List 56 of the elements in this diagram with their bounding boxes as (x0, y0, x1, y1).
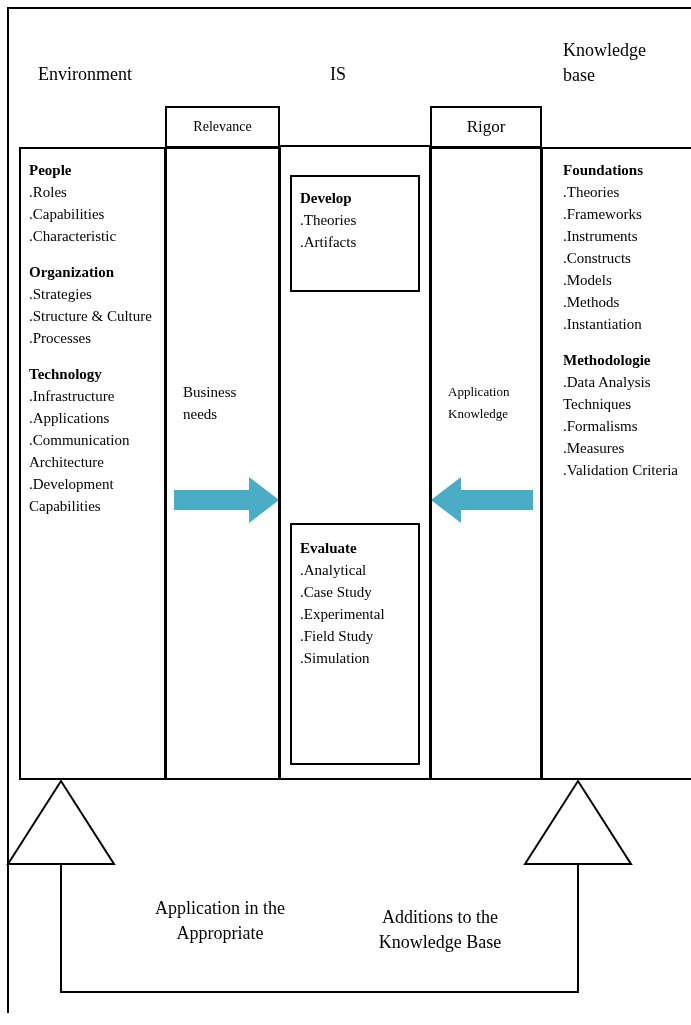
column-label: Relevance (193, 118, 252, 136)
list-item: .Capabilities (29, 205, 105, 224)
activity-box (290, 175, 420, 292)
column-label: Application Knowledge (448, 383, 511, 423)
tab-box (165, 106, 280, 148)
section-heading: Foundations (563, 161, 644, 180)
list-item: .Formalisms (563, 417, 638, 436)
list-item: .Instruments (563, 227, 638, 246)
section-heading: Develop (300, 189, 352, 208)
list-item: .Instantiation (563, 315, 642, 334)
activity-box (290, 523, 420, 765)
section-heading: People (29, 161, 72, 180)
column-box (279, 145, 431, 780)
list-item: .Constructs (563, 249, 631, 268)
column-box (19, 147, 166, 780)
tab-box (430, 106, 542, 148)
list-item: .Analytical (300, 561, 367, 580)
list-item: .Applications (29, 409, 110, 428)
column-label: Rigor (466, 116, 506, 138)
list-item: .Models (563, 271, 612, 290)
column-box (430, 147, 542, 780)
list-item: .Theories (563, 183, 620, 202)
list-item: .Field Study (300, 627, 374, 646)
column-heading: Knowledge base (563, 39, 647, 87)
column-heading: IS (330, 63, 347, 86)
list-item: .Validation Criteria (563, 461, 678, 480)
list-item: .Simulation (300, 649, 370, 668)
block-arrow (174, 477, 279, 523)
column-box (541, 147, 691, 780)
section-heading: Technology (29, 365, 102, 384)
list-item: .Characteristic (29, 227, 117, 246)
list-item: .Measures (563, 439, 625, 458)
list-item: .Artifacts (300, 233, 357, 252)
list-item: .Strategies (29, 285, 92, 304)
list-item: .Roles (29, 183, 67, 202)
list-item: .Methods (563, 293, 620, 312)
section-heading: Methodologie (563, 351, 651, 370)
list-item: .Case Study (300, 583, 372, 602)
list-item: .Development Capabilities (29, 475, 115, 516)
list-item: .Structure & Culture (29, 307, 152, 326)
section-heading: Evaluate (300, 539, 357, 558)
list-item: .Processes (29, 329, 92, 348)
list-item: .Communication Architecture (29, 431, 131, 472)
list-item: .Frameworks (563, 205, 642, 224)
list-item: .Theories (300, 211, 357, 230)
block-arrow (431, 477, 533, 523)
flow-label: Additions to the Knowledge Base (377, 906, 503, 954)
list-item: .Infrastructure (29, 387, 115, 406)
section-heading: Organization (29, 263, 114, 282)
column-heading: Environment (38, 63, 133, 86)
list-item: .Experimental (300, 605, 385, 624)
list-item: .Data Analysis Techniques (563, 373, 652, 414)
flow-label: Application in the Appropriate (154, 897, 286, 945)
column-label: Business needs (183, 383, 238, 424)
feedback-arrow (7, 780, 632, 993)
column-box (165, 147, 280, 780)
